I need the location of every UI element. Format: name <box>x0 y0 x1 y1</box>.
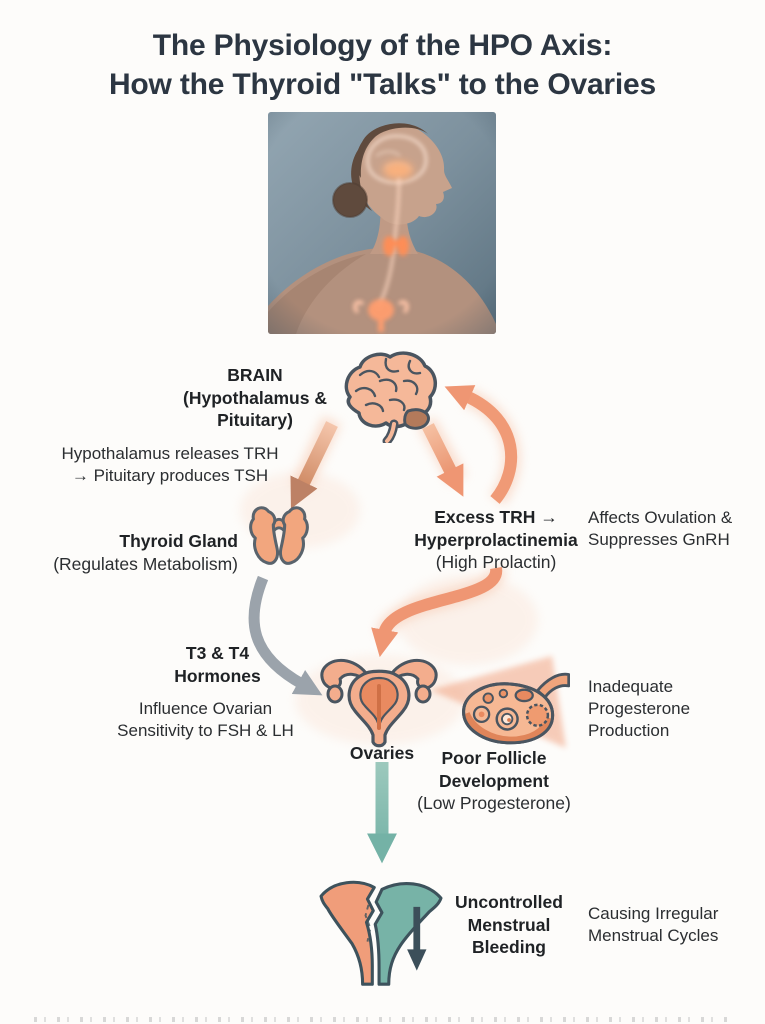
progesterone-line-1: Inadequate <box>588 677 674 696</box>
ovaries-label: Ovaries <box>330 742 434 765</box>
irregular-cycles-line-2: Menstrual Cycles <box>588 925 719 945</box>
arrow-feedback-to-brain <box>444 385 518 504</box>
excess-trh-line-2: Hyperprolactinemia <box>414 529 578 550</box>
arrow-brain-to-thyroid <box>290 421 338 509</box>
brain-label-sub-2: Pituitary) <box>217 410 293 431</box>
irregular-cycles-text: Causing Irregular Menstrual Cycles <box>588 903 765 947</box>
gnrh-effect-line-2: Suppresses GnRH <box>588 529 730 549</box>
anatomy-photo <box>268 112 496 334</box>
poor-follicle-label: Poor Follicle Development (Low Progester… <box>402 747 586 815</box>
bleeding-uterus-icon <box>318 872 444 995</box>
ovarian-sensitivity-line-1: Influence Ovarian <box>138 699 273 718</box>
excess-trh-sub: (High Prolactin) <box>435 552 557 573</box>
bleeding-label: Uncontrolled Menstrual Bleeding <box>446 891 572 959</box>
thyroid-label-sub: (Regulates Metabolism) <box>53 553 238 574</box>
brain-label: BRAIN (Hypothalamus & Pituitary) <box>145 364 365 432</box>
poor-follicle-line-1: Poor Follicle <box>441 748 547 768</box>
t3-t4-line-1: T3 & T4 <box>185 643 250 663</box>
bleeding-line-1: Uncontrolled <box>455 892 563 912</box>
ovaries-label-name: Ovaries <box>349 743 415 763</box>
ovarian-sensitivity-line-2: Sensitivity to FSH & LH <box>117 720 294 740</box>
thyroid-label: Thyroid Gland (Regulates Metabolism) <box>40 530 238 575</box>
page-title: The Physiology of the HPO Axis: How the … <box>0 26 765 104</box>
t3-t4-line-2: Hormones <box>174 665 261 686</box>
ovary-follicles-icon <box>450 666 571 761</box>
gnrh-effect-line-1: Affects Ovulation & <box>588 508 733 527</box>
thyroid-label-name: Thyroid Gland <box>119 531 238 551</box>
arrow-excess-to-ovaries <box>371 566 503 658</box>
gnrh-effect-text: Affects Ovulation & Suppresses GnRH <box>588 507 756 551</box>
anatomy-photo-art <box>268 112 496 334</box>
excess-trh-label: Excess TRH → Hyperprolactinemia (High Pr… <box>402 506 590 574</box>
brain-label-name: BRAIN <box>227 365 283 385</box>
poor-follicle-sub: (Low Progesterone) <box>417 793 571 814</box>
t3-t4-label: T3 & T4 Hormones <box>140 642 295 687</box>
ovarian-sensitivity-text: Influence Ovarian Sensitivity to FSH & L… <box>98 698 313 742</box>
trh-cascade-line-1: Hypothalamus releases TRH <box>61 444 279 463</box>
uterus-ovaries-icon <box>316 650 442 755</box>
excess-trh-line-1: Excess TRH → <box>434 507 558 527</box>
brain-label-sub-1: (Hypothalamus & <box>183 387 327 408</box>
bleeding-line-3: Bleeding <box>472 937 546 958</box>
brain-icon <box>332 347 444 448</box>
title-line-1: The Physiology of the HPO Axis: <box>152 29 613 62</box>
trh-cascade-text: Hypothalamus releases TRH → Pituitary pr… <box>55 443 285 487</box>
irregular-cycles-line-1: Causing Irregular <box>588 904 719 923</box>
progesterone-text: Inadequate Progesterone Production <box>588 676 743 742</box>
progesterone-line-3: Production <box>588 720 670 740</box>
cropped-text-artifact <box>34 1017 734 1022</box>
poor-follicle-line-2: Development <box>439 770 549 791</box>
bleeding-line-2: Menstrual <box>467 914 551 935</box>
title-line-2: How the Thyroid "Talks" to the Ovaries <box>108 68 657 101</box>
thyroid-gland-icon <box>242 503 316 580</box>
trh-cascade-line-2: → Pituitary produces TSH <box>71 465 269 485</box>
progesterone-line-2: Progesterone <box>588 698 691 718</box>
